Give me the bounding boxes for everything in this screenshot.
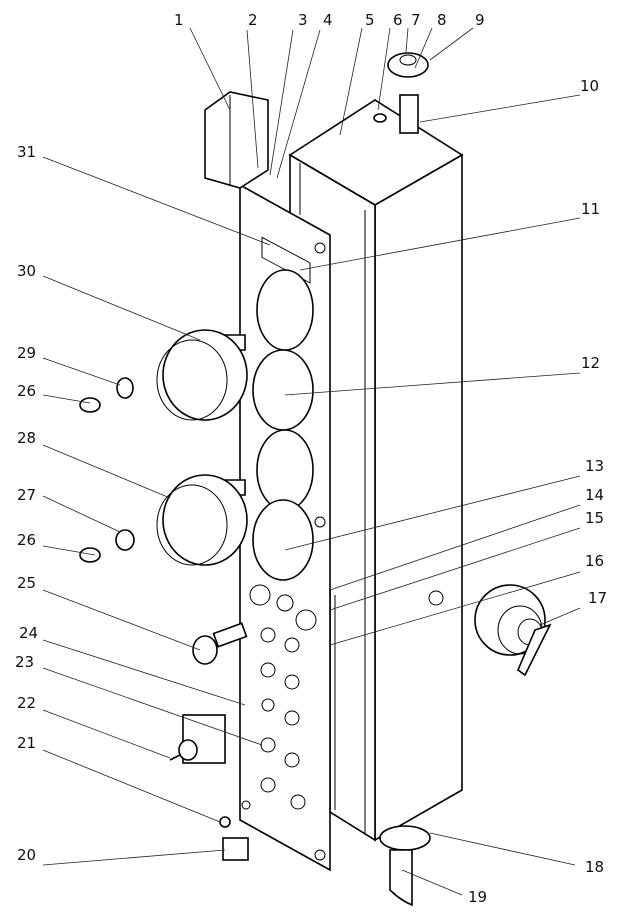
callout-11: 11 [581, 200, 600, 218]
callout-3: 3 [298, 11, 308, 29]
gauge-30 [156, 329, 248, 421]
lamp-holder-25 [192, 622, 248, 665]
callout-5: 5 [365, 11, 375, 29]
callout-13: 13 [585, 457, 604, 475]
callout-30: 30 [17, 262, 36, 280]
callout-17: 17 [588, 589, 607, 607]
indicator-lamp-27 [79, 529, 135, 563]
callout-8: 8 [437, 11, 447, 29]
callout-7: 7 [411, 11, 421, 29]
cap-20-21 [219, 816, 249, 861]
relay-box-1 [204, 91, 269, 189]
gauge-front-13 [252, 499, 314, 581]
top-gland [373, 52, 429, 134]
callout-15: 15 [585, 509, 604, 527]
callout-4: 4 [323, 11, 333, 29]
callout-26-lower: 26 [17, 531, 36, 549]
leader-lines [42, 27, 581, 896]
callout-18: 18 [585, 858, 604, 876]
callout-12: 12 [581, 354, 600, 372]
callout-20: 20 [17, 846, 36, 864]
callout-9: 9 [475, 11, 485, 29]
front-panel [239, 183, 331, 872]
callout-27: 27 [17, 486, 36, 504]
meter-hole [256, 429, 314, 511]
callout-14: 14 [585, 486, 604, 504]
callout-23: 23 [15, 653, 34, 671]
indicator-lamp-29 [79, 377, 134, 413]
callout-1: 1 [174, 11, 184, 29]
callout-24: 24 [19, 624, 38, 642]
callout-22: 22 [17, 694, 36, 712]
callout-2: 2 [248, 11, 258, 29]
callout-25: 25 [17, 574, 36, 592]
callout-28: 28 [17, 429, 36, 447]
column-housing [288, 99, 464, 842]
callout-31: 31 [17, 143, 36, 161]
callout-29: 29 [17, 344, 36, 362]
callout-labels: 1 2 3 4 5 6 7 8 9 10 11 12 13 14 15 16 1… [15, 11, 607, 906]
rotary-switch-17 [474, 584, 552, 677]
callout-16: 16 [585, 552, 604, 570]
callout-19: 19 [468, 888, 487, 906]
meter-hole [256, 269, 314, 351]
gauge-front-12 [252, 349, 314, 431]
toggle-switch-22 [169, 714, 226, 764]
callout-21: 21 [17, 734, 36, 752]
callout-10: 10 [580, 77, 599, 95]
callout-6: 6 [393, 11, 403, 29]
gauge-28 [156, 474, 248, 566]
callout-26-upper: 26 [17, 382, 36, 400]
bottom-gland [379, 825, 431, 907]
